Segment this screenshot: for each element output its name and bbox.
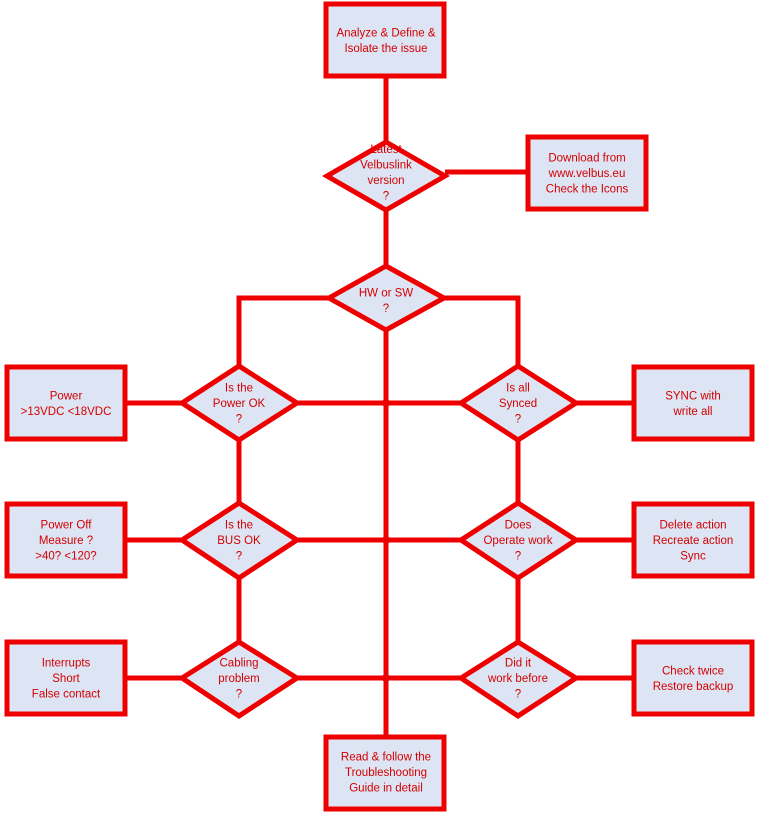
label-line: Is the bbox=[225, 383, 253, 395]
label-line: Delete action bbox=[659, 520, 726, 532]
node-analyze: Analyze & Define & Isolate the issue bbox=[323, 1, 447, 79]
label-line: ? bbox=[515, 414, 521, 426]
label-line: ? bbox=[236, 414, 242, 426]
label-line: Check twice bbox=[662, 665, 724, 677]
label-line: Measure ? bbox=[39, 535, 93, 547]
label-line: www.velbus.eu bbox=[548, 168, 626, 180]
label-line: version bbox=[367, 175, 404, 187]
junction-dot bbox=[382, 536, 390, 544]
label-line: ? bbox=[383, 190, 389, 202]
label-line: False contact bbox=[32, 689, 101, 701]
node-power-box: Power >13VDC <18VDC bbox=[4, 364, 128, 442]
junction-dot bbox=[382, 399, 390, 407]
connectors bbox=[125, 76, 634, 737]
label-line: Operate work bbox=[483, 535, 552, 547]
decision-hw-sw: HW or SW? bbox=[323, 263, 450, 333]
label-line: Velbuslink bbox=[360, 159, 412, 171]
label-line: Is the bbox=[225, 520, 253, 532]
node-power-box-label: Power >13VDC <18VDC bbox=[21, 390, 112, 418]
label-line: Restore backup bbox=[653, 681, 734, 693]
node-analyze-label: Analyze & Define & Isolate the issue bbox=[336, 27, 435, 55]
connector-hwsw-left bbox=[236, 295, 329, 366]
label-line: Read & follow the bbox=[341, 752, 431, 764]
label-line: Recreate action bbox=[653, 535, 734, 547]
label-line: Is all bbox=[506, 383, 530, 395]
label-line: SYNC with bbox=[665, 390, 721, 402]
decision-work-before: Did it work before? bbox=[456, 639, 581, 719]
label-line: problem bbox=[218, 673, 260, 685]
label-line: ? bbox=[515, 689, 521, 701]
label-line: Cabling bbox=[220, 658, 259, 670]
label-line: Synced bbox=[499, 398, 537, 410]
label-line: Power bbox=[50, 390, 83, 402]
decision-work-before-label: Did it work before? bbox=[487, 658, 548, 701]
label-line: Short bbox=[52, 673, 80, 685]
label-line: ? bbox=[515, 551, 521, 563]
label-line: Download from bbox=[548, 153, 625, 165]
label-line: Troubleshooting bbox=[345, 767, 427, 779]
label-line: ? bbox=[236, 551, 242, 563]
label-line: Does bbox=[505, 520, 532, 532]
label-line: HW or SW bbox=[359, 287, 413, 299]
node-sync-box: SYNC with write all bbox=[631, 364, 755, 442]
junctions bbox=[382, 399, 390, 682]
label-line: Did it bbox=[505, 658, 532, 670]
decision-hw-sw-label: HW or SW? bbox=[359, 287, 413, 315]
label-line: Power Off bbox=[41, 520, 93, 532]
label-line: ? bbox=[383, 303, 389, 315]
decision-cabling-label: Cabling problem? bbox=[218, 658, 260, 701]
label-line: Sync bbox=[680, 551, 706, 563]
label-line: Analyze & Define & bbox=[336, 27, 435, 39]
junction-dot bbox=[382, 674, 390, 682]
decision-cabling: Cabling problem? bbox=[177, 639, 302, 719]
label-line: BUS OK bbox=[217, 535, 261, 547]
connector-hwsw-right bbox=[444, 295, 521, 366]
label-line: >13VDC <18VDC bbox=[21, 406, 112, 418]
label-line: Check the Icons bbox=[546, 184, 629, 196]
label-line: ? bbox=[236, 689, 242, 701]
label-line: Power OK bbox=[213, 398, 266, 410]
label-line: work before bbox=[487, 673, 548, 685]
label-line: >40? <120? bbox=[35, 551, 96, 563]
label-line: Guide in detail bbox=[349, 783, 423, 795]
node-sync-box-label: SYNC with write all bbox=[665, 390, 721, 418]
label-line: Interrupts bbox=[42, 658, 91, 670]
label-line: write all bbox=[673, 406, 713, 418]
label-line: Isolate the issue bbox=[344, 43, 427, 55]
label-line: Latest bbox=[370, 144, 402, 156]
